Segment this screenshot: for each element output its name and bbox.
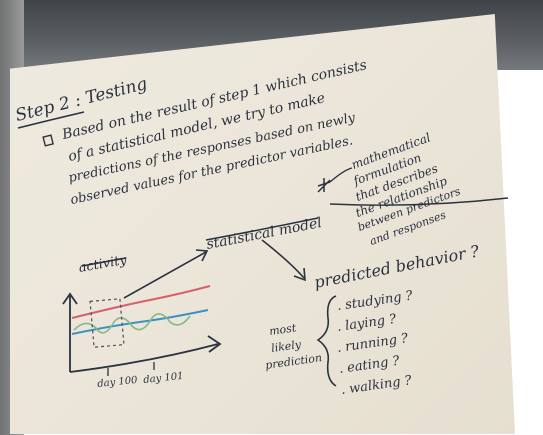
star-mark <box>317 178 331 193</box>
formulation-connector <box>329 167 353 183</box>
selection-box <box>89 298 125 348</box>
curly-brace <box>316 295 337 387</box>
chart-y-axis-arrowhead <box>62 292 78 305</box>
red-series-line <box>71 285 211 319</box>
chart-x-axis <box>69 343 219 373</box>
arrow-model-to-prediction-head <box>293 267 306 282</box>
arrow-chart-to-model <box>123 251 207 299</box>
green-series-line <box>73 313 191 334</box>
blue-series-line <box>71 309 209 335</box>
separator-line <box>329 197 509 206</box>
statistical-model-underline <box>205 217 319 241</box>
activity-underline <box>81 257 127 267</box>
arrow-model-to-prediction <box>261 239 305 279</box>
whiteboard-surface <box>10 14 515 434</box>
arrow-chart-to-model-head <box>195 249 209 262</box>
chart-x-axis-arrowhead <box>207 335 222 353</box>
